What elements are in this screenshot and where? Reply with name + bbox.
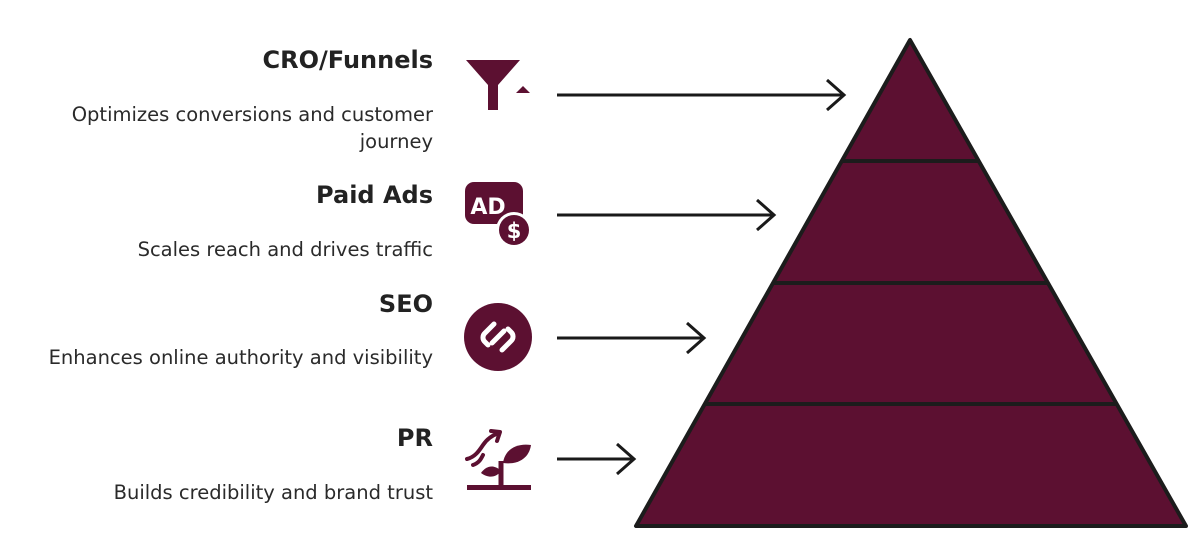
svg-text:$: $ bbox=[507, 219, 522, 243]
arrow-paid-ads bbox=[555, 195, 780, 235]
ad-dollar-icon: AD $ bbox=[463, 180, 533, 250]
arrow-cro-funnels bbox=[555, 75, 850, 115]
tier-description-paid-ads: Scales reach and drives traffic bbox=[137, 238, 433, 261]
tier-title-cro-funnels: CRO/Funnels bbox=[262, 46, 433, 74]
tier-title-pr: PR bbox=[396, 424, 433, 452]
tier-title-seo: SEO bbox=[378, 290, 433, 318]
arrow-seo bbox=[555, 318, 710, 358]
funnel-icon bbox=[463, 52, 533, 122]
tier-title-paid-ads: Paid Ads bbox=[316, 181, 433, 209]
growth-plant-icon bbox=[463, 423, 533, 493]
svg-text:AD: AD bbox=[470, 195, 505, 220]
arrow-pr bbox=[555, 439, 640, 479]
tier-description-cro-funnels: Optimizes conversions and customer journ… bbox=[71, 103, 433, 153]
tier-description-pr: Builds credibility and brand trust bbox=[113, 481, 433, 504]
link-icon bbox=[463, 302, 533, 372]
tier-description-seo: Enhances online authority and visibility bbox=[48, 346, 433, 369]
